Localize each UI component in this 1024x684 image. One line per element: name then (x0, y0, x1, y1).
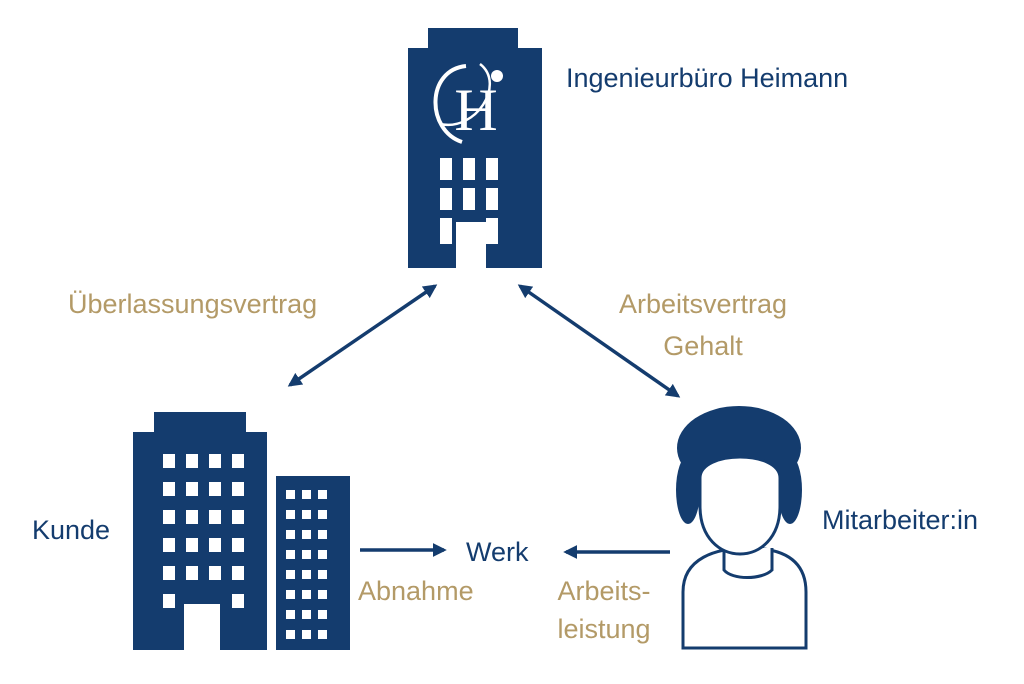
person-icon (676, 406, 808, 650)
office-building-icon (408, 28, 542, 268)
work-node-label: Werk (466, 537, 529, 567)
client-buildings-icon (133, 412, 350, 650)
salary-label: Gehalt (663, 331, 743, 361)
employee-name-label: Mitarbeiter:in (822, 505, 979, 535)
arrow-office-client (287, 284, 438, 387)
contract-label-overlassung: Überlassungsvertrag (68, 289, 318, 319)
ih-logo-icon: H (433, 63, 503, 144)
acceptance-label: Abnahme (358, 576, 474, 606)
arrow-office-employee (517, 284, 681, 398)
contract-label-arbeitsvertrag: Arbeitsvertrag (618, 289, 788, 319)
performance-label-line2: leistung (557, 614, 651, 644)
office-name-label: Ingenieurbüro Heimann (566, 63, 849, 93)
client-name-label: Kunde (32, 515, 111, 545)
performance-label-line1: Arbeits- (557, 576, 651, 606)
svg-text:H: H (454, 77, 497, 143)
